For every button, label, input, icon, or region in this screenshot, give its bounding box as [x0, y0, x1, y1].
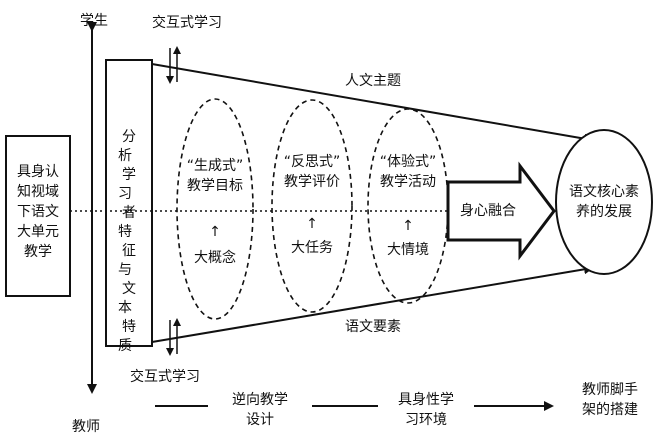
- ellipse-1-arrow: ↑: [209, 224, 221, 240]
- interactive-learning-top-label: 交互式学习: [152, 15, 222, 31]
- funnel-bottom-line: [151, 264, 594, 343]
- flow-2-line: 习环境: [405, 412, 447, 428]
- goal-line: 养的发展: [576, 204, 632, 220]
- ellipse-1-quote: “生成式”: [186, 158, 244, 174]
- ellipse-3-base: 大情境: [387, 242, 429, 258]
- ellipse-2-text: “反思式” 教学评价: [272, 152, 352, 192]
- ellipse-2-quote: “反思式”: [283, 154, 341, 170]
- ellipse-2-name: 教学评价: [284, 174, 340, 190]
- interactive-learning-bottom-label: 交互式学习: [130, 369, 200, 385]
- analysis-line: 学习: [118, 167, 144, 202]
- goal-circle: [555, 129, 653, 275]
- analysis-line: 特质: [118, 319, 144, 354]
- analysis-line: 征与: [118, 243, 144, 278]
- analysis-line: 者特: [118, 205, 144, 240]
- ellipse-1-base: 大概念: [194, 250, 236, 266]
- left-box-line: 下语文: [17, 204, 59, 220]
- analysis-box: [105, 59, 153, 347]
- ellipse-3-name: 教学活动: [380, 174, 436, 190]
- ellipse-3-arrow: ↑: [402, 218, 414, 234]
- flow-item-reverse-design: 逆向教学 设计: [210, 390, 310, 430]
- left-box-text: 具身认 知视域 下语文 大单元 教学: [6, 162, 70, 262]
- left-box-line: 知视域: [17, 184, 59, 200]
- body-mind-fusion-label: 身心融合: [458, 202, 518, 220]
- ellipse-teaching-evaluation: [271, 99, 353, 313]
- analysis-line: 文本: [118, 281, 144, 316]
- flow-item-teacher-scaffold: 教师脚手 架的搭建: [562, 380, 658, 420]
- chinese-elements-label: 语文要素: [345, 319, 401, 335]
- goal-line: 语文核心素: [569, 184, 639, 200]
- flow-1-line: 设计: [246, 412, 274, 428]
- flow-3-line: 教师脚手: [582, 382, 638, 398]
- analysis-box-text: 分析 学习 者特 征与 文本 特质: [106, 128, 152, 356]
- student-label: 学生: [80, 13, 108, 29]
- teacher-label: 教师: [72, 419, 100, 435]
- flow-item-embodied-environment: 具身性学 习环境: [378, 390, 474, 430]
- left-box-line: 大单元: [17, 224, 59, 240]
- ellipse-3-text: “体验式” 教学活动: [368, 152, 448, 192]
- left-box-line: 教学: [24, 244, 52, 260]
- ellipse-teaching-activity: [367, 108, 449, 304]
- ellipse-2-arrow: ↑: [306, 216, 318, 232]
- flow-3-line: 架的搭建: [582, 402, 638, 418]
- funnel-top-line: [151, 63, 594, 144]
- left-concept-box: [5, 135, 71, 297]
- analysis-line: 分析: [118, 129, 144, 164]
- flow-1-line: 逆向教学: [232, 392, 288, 408]
- ellipse-1-name: 教学目标: [187, 178, 243, 194]
- humanities-theme-label: 人文主题: [345, 73, 401, 89]
- goal-text: 语文核心素 养的发展: [556, 182, 652, 222]
- flow-2-line: 具身性学: [398, 392, 454, 408]
- left-box-line: 具身认: [17, 164, 59, 180]
- ellipse-3-quote: “体验式”: [379, 154, 437, 170]
- ellipse-teaching-goal: [176, 98, 254, 320]
- ellipse-2-base: 大任务: [291, 240, 333, 256]
- ellipse-1-text: “生成式” 教学目标: [175, 156, 255, 196]
